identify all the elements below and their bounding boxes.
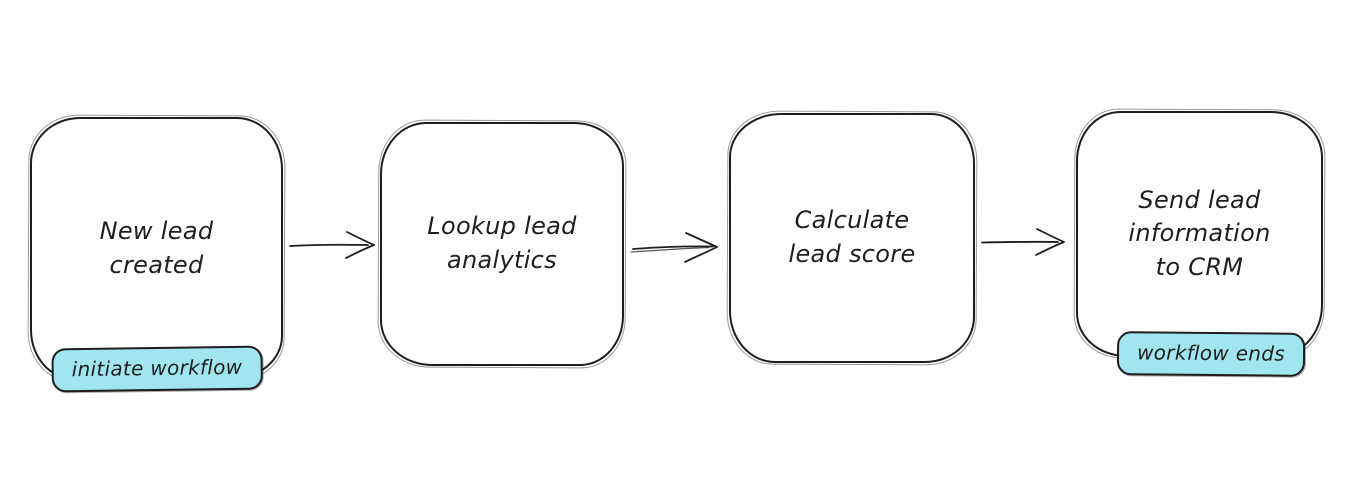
- node-new-lead-created: New lead created initiate workflow: [30, 117, 283, 393]
- connector-arrow-2: [630, 232, 718, 263]
- connector-arrow-3: [981, 228, 1065, 256]
- connector-arrow-1: [289, 231, 375, 259]
- node-label: Calculate lead score: [788, 206, 916, 268]
- node-label: Send lead information to CRM: [1128, 185, 1271, 281]
- badge-workflow-ends: workflow ends: [1116, 331, 1305, 377]
- node-label: Lookup lead analytics: [427, 212, 577, 274]
- node-send-lead-information-to-crm: Send lead information to CRM workflow en…: [1076, 111, 1323, 377]
- node-label: New lead created: [99, 216, 214, 279]
- badge-initiate-workflow: initiate workflow: [50, 345, 263, 393]
- node-lookup-lead-analytics: Lookup lead analytics: [380, 122, 624, 366]
- node-calculate-lead-score: Calculate lead score: [729, 113, 975, 363]
